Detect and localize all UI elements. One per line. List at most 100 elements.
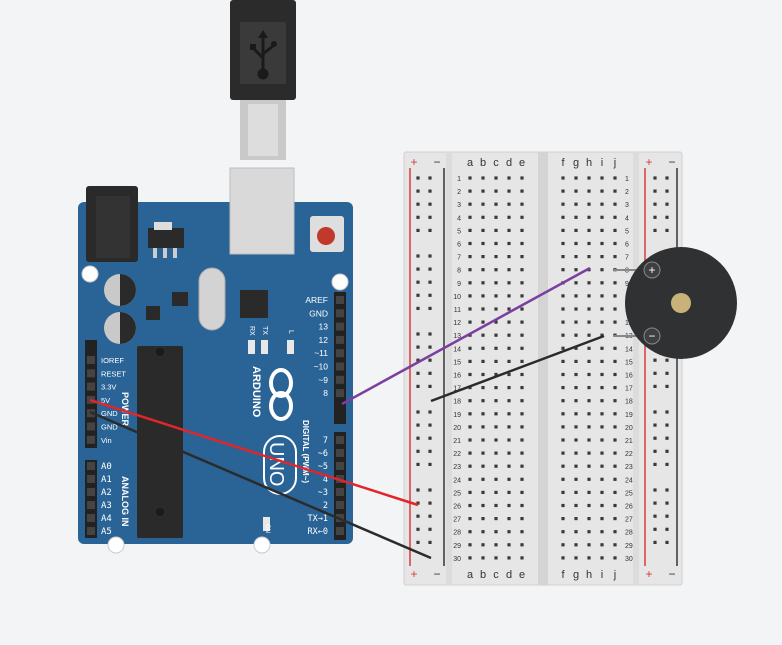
breadboard-hole[interactable] [507, 176, 511, 180]
breadboard-hole[interactable] [481, 359, 485, 363]
breadboard-hole[interactable] [481, 372, 485, 377]
breadboard-hole[interactable] [468, 412, 472, 416]
breadboard-hole[interactable] [600, 241, 604, 246]
rail-hole[interactable] [416, 189, 420, 193]
breadboard-hole[interactable] [587, 412, 591, 416]
breadboard-hole[interactable] [520, 268, 524, 272]
breadboard-hole[interactable] [561, 241, 565, 246]
breadboard-hole[interactable] [561, 425, 565, 429]
rail-hole[interactable] [653, 176, 657, 180]
breadboard-hole[interactable] [481, 215, 485, 219]
breadboard-hole[interactable] [481, 477, 485, 481]
breadboard-hole[interactable] [481, 333, 485, 337]
breadboard-hole[interactable] [613, 372, 617, 377]
breadboard-hole[interactable] [481, 412, 485, 416]
breadboard-hole[interactable] [520, 490, 524, 494]
breadboard-hole[interactable] [507, 255, 511, 259]
rail-hole[interactable] [428, 176, 432, 180]
breadboard-hole[interactable] [574, 372, 578, 377]
breadboard-hole[interactable] [587, 255, 591, 259]
breadboard-hole[interactable] [520, 307, 524, 311]
breadboard-hole[interactable] [507, 490, 511, 494]
breadboard-hole[interactable] [574, 503, 578, 508]
breadboard-hole[interactable] [481, 176, 485, 180]
rail-hole[interactable] [416, 254, 420, 258]
breadboard-hole[interactable] [468, 202, 472, 206]
rail-hole[interactable] [665, 488, 669, 492]
breadboard-hole[interactable] [600, 359, 604, 363]
breadboard-hole[interactable] [507, 359, 511, 363]
header-pin[interactable] [336, 349, 344, 358]
rail-hole[interactable] [416, 527, 420, 531]
rail-hole[interactable] [416, 280, 420, 284]
rail-hole[interactable] [428, 215, 432, 219]
breadboard-hole[interactable] [507, 268, 511, 272]
breadboard-hole[interactable] [561, 176, 565, 180]
rail-hole[interactable] [428, 540, 432, 544]
wire-black-gnd[interactable] [89, 410, 432, 560]
breadboard-hole[interactable] [520, 372, 524, 377]
breadboard-hole[interactable] [600, 530, 604, 534]
breadboard-hole[interactable] [561, 372, 565, 377]
rail-hole[interactable] [416, 540, 420, 544]
breadboard-hole[interactable] [520, 215, 524, 219]
breadboard-hole[interactable] [600, 228, 604, 232]
breadboard-hole[interactable] [520, 543, 524, 547]
breadboard-hole[interactable] [587, 333, 591, 337]
rail-hole[interactable] [428, 189, 432, 193]
breadboard-hole[interactable] [561, 556, 565, 560]
rail-hole[interactable] [653, 501, 657, 505]
breadboard-hole[interactable] [507, 346, 511, 350]
rail-hole[interactable] [416, 384, 420, 388]
breadboard-hole[interactable] [613, 386, 617, 390]
breadboard-hole[interactable] [561, 359, 565, 363]
rail-hole[interactable] [665, 384, 669, 388]
breadboard-hole[interactable] [468, 556, 472, 560]
breadboard-hole[interactable] [520, 333, 524, 337]
breadboard-hole[interactable] [587, 503, 591, 508]
breadboard-hole[interactable] [481, 346, 485, 350]
header-pin[interactable] [87, 501, 95, 509]
breadboard-hole[interactable] [494, 556, 498, 560]
breadboard-hole[interactable] [600, 307, 604, 311]
rail-hole[interactable] [428, 280, 432, 284]
breadboard-hole[interactable] [481, 451, 485, 455]
breadboard-hole[interactable] [613, 477, 617, 481]
breadboard-hole[interactable] [468, 438, 472, 442]
breadboard-hole[interactable] [600, 372, 604, 377]
breadboard-hole[interactable] [600, 517, 604, 521]
breadboard-hole[interactable] [613, 530, 617, 534]
rail-hole[interactable] [653, 540, 657, 544]
breadboard-hole[interactable] [561, 464, 565, 468]
breadboard-hole[interactable] [494, 294, 498, 298]
rail-hole[interactable] [428, 488, 432, 492]
breadboard-hole[interactable] [481, 517, 485, 521]
rail-hole[interactable] [416, 488, 420, 492]
header-pin[interactable] [87, 435, 95, 444]
breadboard-hole[interactable] [520, 228, 524, 232]
breadboard-hole[interactable] [587, 372, 591, 377]
breadboard-hole[interactable] [494, 241, 498, 246]
breadboard-hole[interactable] [561, 412, 565, 416]
rail-hole[interactable] [416, 202, 420, 206]
breadboard-hole[interactable] [587, 294, 591, 298]
breadboard-hole[interactable] [600, 202, 604, 206]
breadboard-hole[interactable] [574, 228, 578, 232]
breadboard-hole[interactable] [468, 255, 472, 259]
rail-hole[interactable] [416, 423, 420, 427]
breadboard-hole[interactable] [587, 399, 591, 403]
breadboard-hole[interactable] [468, 215, 472, 219]
rail-hole[interactable] [665, 371, 669, 375]
breadboard-hole[interactable] [481, 425, 485, 429]
header-pin[interactable] [336, 527, 344, 535]
rail-hole[interactable] [428, 332, 432, 336]
breadboard-hole[interactable] [587, 346, 591, 350]
rail-hole[interactable] [653, 488, 657, 492]
breadboard-hole[interactable] [561, 346, 565, 350]
breadboard-hole[interactable] [520, 255, 524, 259]
rail-hole[interactable] [665, 176, 669, 180]
breadboard-hole[interactable] [613, 359, 617, 363]
rail-hole[interactable] [665, 189, 669, 193]
breadboard-hole[interactable] [468, 477, 472, 481]
rail-hole[interactable] [428, 501, 432, 505]
